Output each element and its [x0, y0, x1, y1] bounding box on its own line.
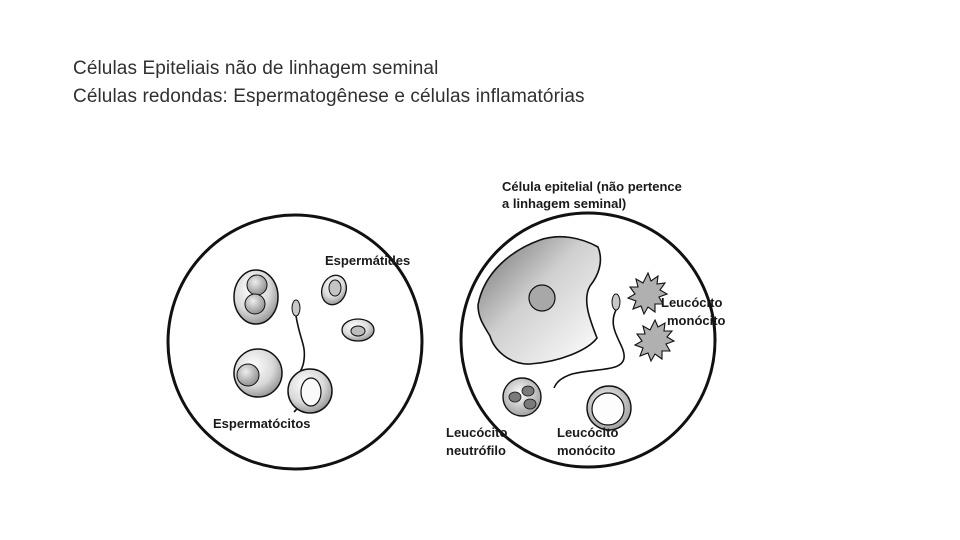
monocyte-spiky-1: [626, 271, 669, 316]
title-line-2: Células redondas: Espermatogênese e célu…: [73, 86, 585, 107]
title-line-1: Células Epiteliais não de linhagem semin…: [73, 58, 439, 79]
epithelial-cell: [477, 235, 602, 365]
epithelial-nucleus: [528, 284, 556, 312]
spermatid-2: [341, 318, 375, 342]
label-neutrophil-line-2: neutrófilo: [446, 443, 506, 458]
slide-title: Células Epiteliais não de linhagem semin…: [73, 55, 585, 111]
spermatocyte-binucleate: [233, 269, 279, 325]
spermatid-1: [320, 274, 348, 306]
right-panel: Célula epitelial (não pertence a linhage…: [446, 179, 726, 469]
left-field-circle: [166, 213, 424, 471]
label-spermatids: Espermátides: [325, 253, 410, 268]
label-epithelial-line-2: a linhagem seminal): [502, 196, 626, 211]
spermatozoon-right: [553, 293, 625, 389]
label-monocyte-top-line-2: monócito: [667, 313, 726, 328]
left-panel: Espermátides Espermatócitos: [166, 213, 424, 471]
label-spermatocytes: Espermatócitos: [213, 416, 311, 431]
label-epithelial-line-1: Célula epitelial (não pertence: [502, 179, 682, 194]
neutrophil: [502, 377, 542, 417]
spermatocyte-large: [233, 348, 283, 398]
label-neutrophil-line-1: Leucócito: [446, 425, 507, 440]
spermatocyte-oval: [287, 368, 333, 414]
label-monocyte-bottom-line-2: monócito: [557, 443, 616, 458]
monocyte-spiky-2: [633, 318, 676, 363]
label-monocyte-bottom-line-1: Leucócito: [557, 425, 618, 440]
label-monocyte-top-line-1: Leucócito: [661, 295, 722, 310]
monocyte-round: [586, 385, 632, 431]
